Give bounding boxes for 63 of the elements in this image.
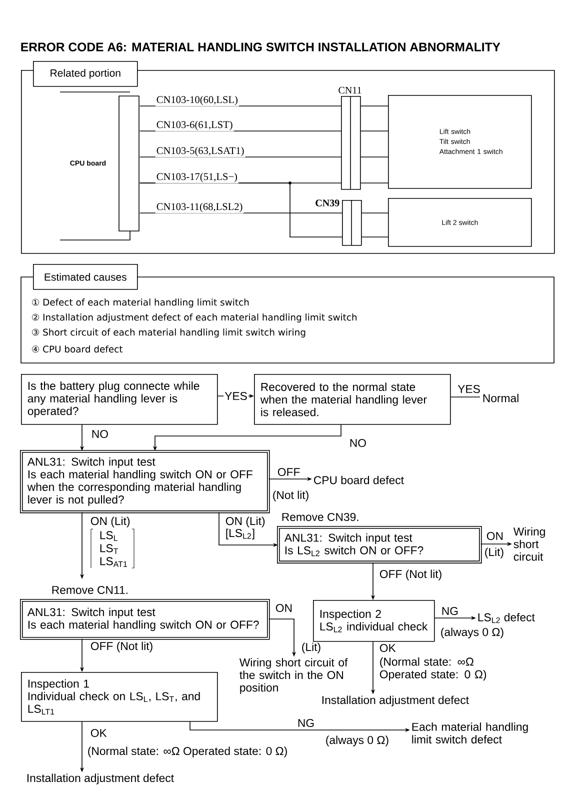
result-text: CPU board defect <box>314 476 404 484</box>
result-text: Wiring short circuit <box>513 527 545 561</box>
note-text: LS$_{L}$ <box>100 531 118 541</box>
wire <box>361 212 388 214</box>
result-text: Wiring short circuit of the switch in the ON position <box>239 658 348 694</box>
note-text: LS$_{AT1}$ <box>100 557 127 567</box>
edge-label: OFF (Not lit) <box>89 640 154 654</box>
note-text: (always 0 Ω) <box>326 736 388 746</box>
edge-label: CN103-6(61,LST) <box>155 120 234 132</box>
inspection-box: Inspection 1 Individual check on LS$_{L}$, LS$_{T}$, and LS$_{LT1}$ <box>21 672 218 722</box>
wire <box>361 236 388 238</box>
wire <box>360 182 388 184</box>
edge-label: CN103-17(51,LS−) <box>155 172 238 184</box>
step-note: Remove CN11. <box>52 586 128 594</box>
note-text: (always 0 Ω) <box>441 628 504 638</box>
wire <box>360 130 388 132</box>
result-text: Normal <box>483 394 518 402</box>
edge-label: ON <box>274 602 294 614</box>
title: ERROR CODE A6: MATERIAL HANDLING SWITCH INSTALLATION ABNORMALITY <box>21 42 500 52</box>
step-note: Remove CN39. <box>282 512 358 522</box>
edge-label: NG <box>296 718 316 728</box>
note-text: (Not lit) <box>273 490 308 502</box>
edge-label: NO <box>348 438 368 448</box>
result-text: Installation adjustment defect <box>322 696 469 706</box>
edge-label: ON <box>485 530 504 542</box>
causes-frame: Estimated causes ① Defect of each material handling limit switch ② Installation adjustment defect of each material handling limit switch ③ Short circuit of each material handling limit switch wiring ④ CPU board defect <box>20 264 554 364</box>
wire <box>139 182 342 238</box>
decision-box: Is the battery plug connecte while any material handling lever is operated? <box>21 374 218 425</box>
edge-label: OK <box>378 642 397 654</box>
note-text: (Normal state: ∞Ω Operated state: 0 Ω) <box>88 746 287 758</box>
edge-label: CN103-10(60,LSL) <box>155 94 239 106</box>
note-text: (Normal state: ∞Ω Operated state: 0 Ω) <box>380 657 486 681</box>
decision-box: Recovered to the normal state when the material handling lever is released. <box>254 374 451 425</box>
wire <box>139 156 342 158</box>
note-text: (Lit) <box>485 548 504 558</box>
edge-label: NO <box>90 428 110 440</box>
node-label: CN11 <box>338 86 362 94</box>
edge-label: YES <box>224 390 248 402</box>
test-box: ANL31: Switch input test Is LS$_{L2}$ switch ON or OFF? <box>277 526 482 564</box>
test-box: ANL31: Switch input test Is each material handling switch ON or OFF? <box>20 599 270 640</box>
node-label: CN39 <box>316 200 340 206</box>
result-text: Installation adjustment defect <box>27 774 174 784</box>
wire <box>139 212 342 214</box>
edge-label: OFF <box>276 466 302 478</box>
note-text: (Lit) <box>302 642 320 654</box>
wire <box>360 156 388 158</box>
note-text: LS$_{T}$ <box>100 544 118 554</box>
wire <box>139 130 342 132</box>
edge-label: CN103-11(68,LSL2) <box>155 202 244 214</box>
edge-label: CN103-5(63,LSAT1) <box>155 146 246 158</box>
edge-label: OK <box>89 728 108 738</box>
connector: CN39 <box>316 200 362 246</box>
note-text: [LS$_{L2}$] <box>226 528 254 540</box>
edge-label: NG <box>440 606 460 616</box>
edge-label: ON (Lit) <box>89 516 132 528</box>
edge-label: YES <box>456 384 482 394</box>
inspection-box: Inspection 2 LS$_{L2}$ individual check <box>313 600 435 642</box>
result-text: Each material handling limit switch defect <box>412 722 528 744</box>
test-box: ANL31: Switch input test Is each material handling switch ON or OFF when the corresponding material handling lever is not pulled? <box>20 450 270 514</box>
result-text: LS$_{L2}$ defect <box>478 612 535 624</box>
edge-label: ON (Lit) <box>224 516 266 528</box>
connector: CN11 <box>338 86 362 190</box>
edge-label: OFF (Not lit) <box>378 568 444 582</box>
